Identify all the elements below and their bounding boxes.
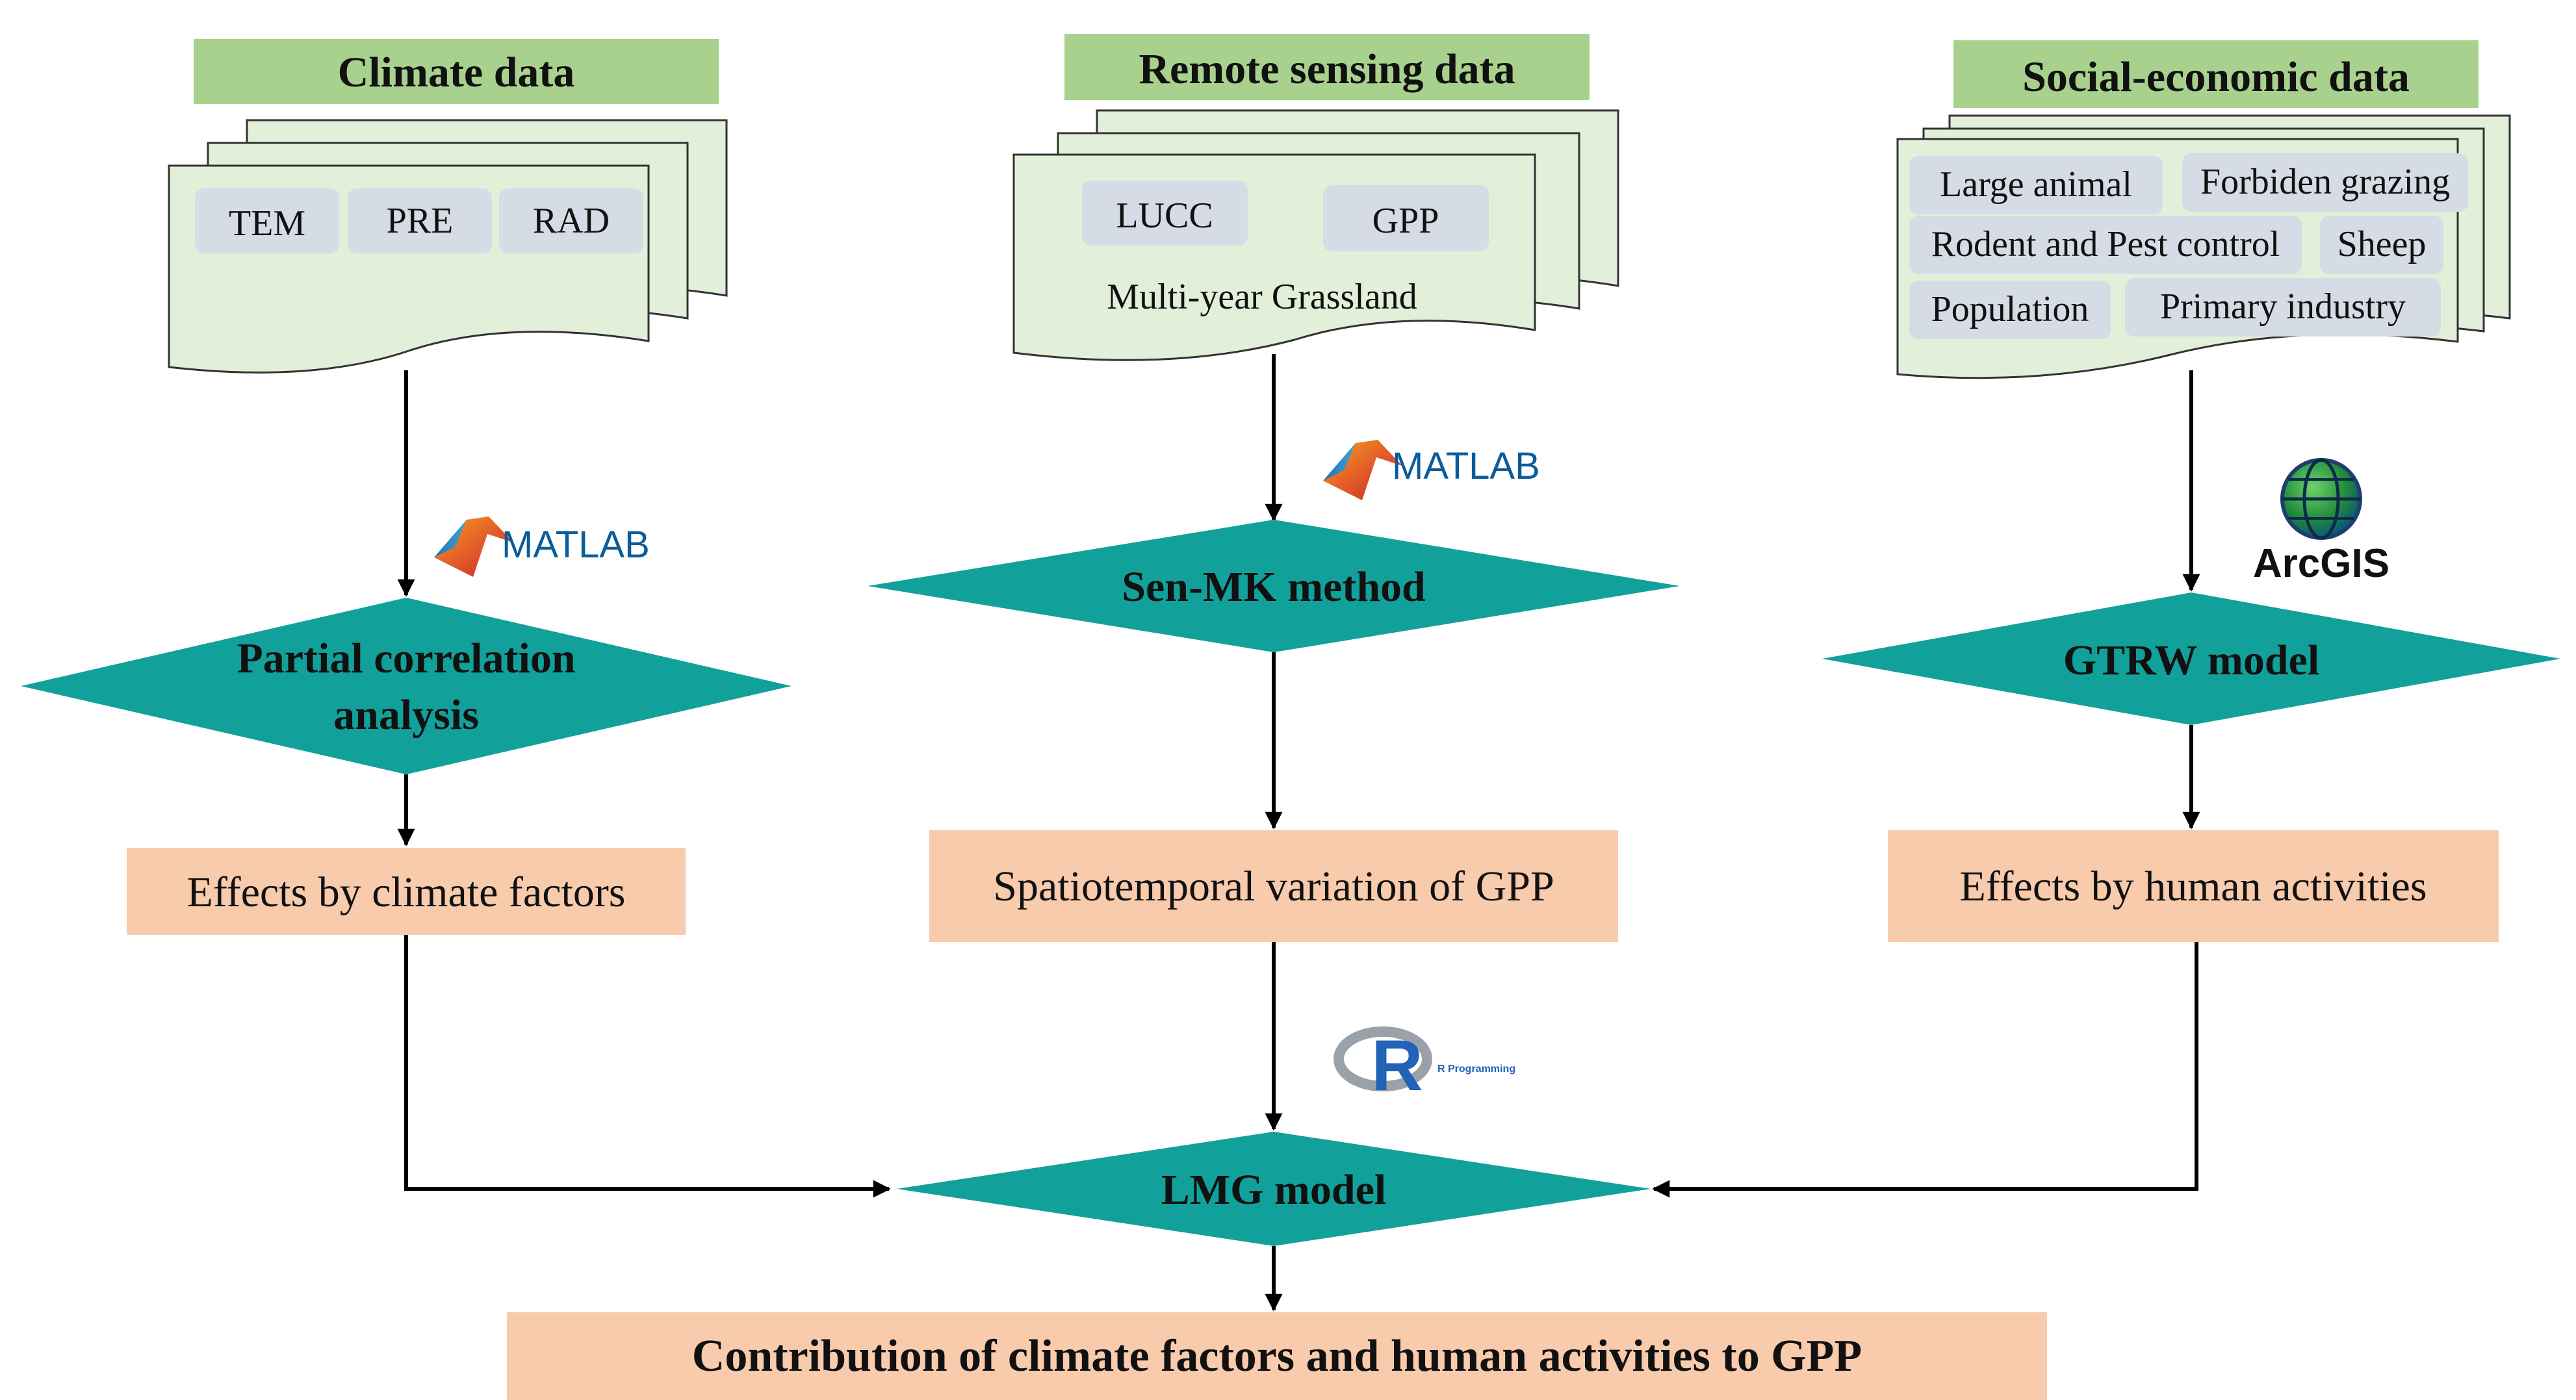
- chip-rodent-pest: [1909, 216, 2302, 274]
- chip-sheep: [2320, 216, 2443, 274]
- arcgis-logo-text: ArcGIS: [2253, 541, 2389, 586]
- climate-header-box: [194, 39, 719, 104]
- chip-pre: [348, 188, 492, 253]
- final-result-label: Contribution of climate factors and huma…: [692, 1331, 1862, 1381]
- r-logo-letter: R: [1371, 1026, 1423, 1106]
- climate-column: Climate data TEM PRE RAD MATLAB Partial …: [21, 39, 891, 1198]
- chip-gpp-label: GPP: [1372, 201, 1439, 241]
- matlab-logo-climate: MATLAB: [434, 516, 650, 577]
- matlab-logo-climate-text: MATLAB: [502, 524, 650, 566]
- arrow-social-to-lmg: [1652, 942, 2198, 1198]
- social-method-label: GTRW model: [2063, 637, 2319, 684]
- matlab-logo-remote: MATLAB: [1323, 440, 1540, 500]
- lmg-label: LMG model: [1161, 1166, 1386, 1214]
- climate-method-line-1: Partial correlation: [237, 635, 575, 682]
- chip-pre-label: PRE: [387, 201, 454, 241]
- arrow-climate-to-lmg: [404, 935, 891, 1198]
- chip-large-animal: [1909, 156, 2163, 214]
- chip-lucc-label: LUCC: [1116, 196, 1213, 236]
- social-header-box: [1953, 40, 2479, 108]
- chip-rad-label: RAD: [533, 201, 610, 241]
- remote-caption: Multi-year Grassland: [1107, 277, 1417, 317]
- social-header: Social-economic data: [2022, 53, 2410, 101]
- remote-column: Remote sensing data LUCC GPP Multi-year …: [868, 34, 1680, 1131]
- climate-method-line-2: analysis: [333, 691, 479, 739]
- remote-method-diamond: [868, 520, 1680, 652]
- chip-gpp: [1323, 185, 1489, 251]
- chip-large-animal-label: Large animal: [1940, 164, 2132, 205]
- social-method-diamond: [1822, 592, 2560, 725]
- chip-primary-industry-label: Primary industry: [2160, 286, 2406, 327]
- chip-tem: [195, 188, 339, 253]
- social-result-label: Effects by human activities: [1959, 863, 2427, 910]
- climate-result-label: Effects by climate factors: [187, 869, 626, 916]
- climate-method-diamond: [21, 598, 792, 774]
- chip-forbiden-grazing: [2182, 153, 2468, 212]
- social-column: Social-economic data Large animal Forbid…: [1652, 40, 2560, 1198]
- remote-result-box: [929, 830, 1618, 942]
- arcgis-logo: ArcGIS: [2253, 458, 2389, 586]
- climate-header: Climate data: [338, 49, 575, 96]
- chip-rad: [499, 188, 643, 253]
- remote-method-label: Sen-MK method: [1122, 563, 1425, 611]
- climate-result-box: [127, 848, 686, 935]
- merge-section: LMG model Contribution of climate factor…: [507, 1132, 2047, 1400]
- chip-forbiden-grazing-label: Forbiden grazing: [2200, 162, 2450, 202]
- remote-header: Remote sensing data: [1139, 45, 1515, 93]
- chip-sheep-label: Sheep: [2338, 224, 2427, 264]
- chip-population: [1909, 281, 2111, 339]
- matlab-logo-remote-text: MATLAB: [1392, 445, 1540, 487]
- chip-tem-label: TEM: [229, 203, 305, 244]
- chip-rodent-pest-label: Rodent and Pest control: [1931, 224, 2280, 264]
- final-result-box: [507, 1312, 2047, 1400]
- chip-primary-industry: [2125, 278, 2441, 337]
- remote-result-label: Spatiotemporal variation of GPP: [993, 863, 1554, 910]
- chip-lucc: [1082, 181, 1248, 246]
- social-result-box: [1888, 830, 2499, 942]
- lmg-diamond: [897, 1132, 1651, 1246]
- remote-header-box: [1064, 34, 1590, 100]
- r-logo: R R Programming: [1333, 1026, 1515, 1106]
- chip-population-label: Population: [1931, 289, 2089, 329]
- r-logo-caption: R Programming: [1437, 1063, 1515, 1075]
